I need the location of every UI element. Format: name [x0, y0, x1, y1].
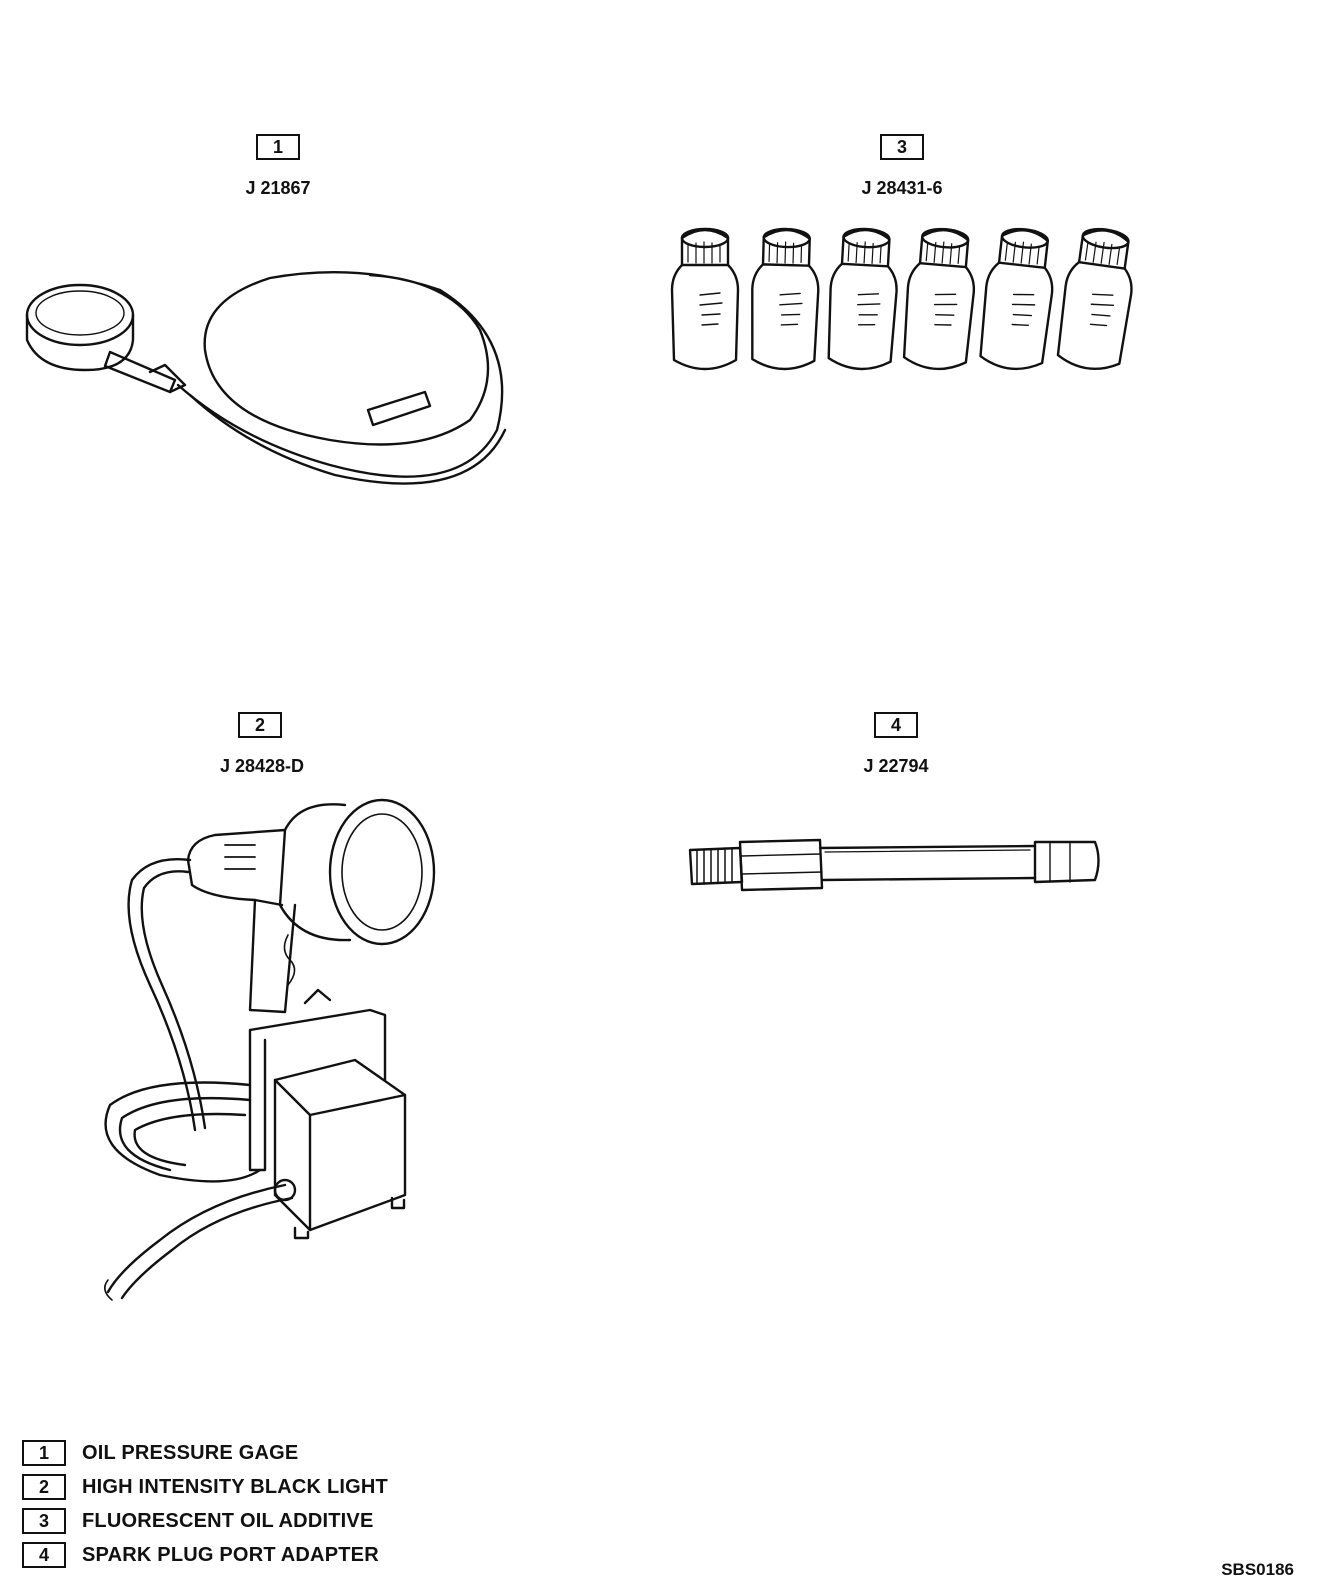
tool-2-number-tag: 2 [238, 712, 282, 738]
tool-3-number-tag: 3 [880, 134, 924, 160]
legend-number: 2 [22, 1474, 66, 1500]
tool-3-part-number: J 28431-6 [861, 178, 943, 198]
legend-item: 4 SPARK PLUG PORT ADAPTER [22, 1538, 388, 1572]
figure-code: SBS0186 [1221, 1560, 1294, 1579]
legend-number: 1 [22, 1440, 66, 1466]
tool-2-part-number: J 28428-D [219, 756, 305, 776]
additive-bottle [751, 227, 820, 371]
tool-1-part-number: J 21867 [245, 178, 311, 198]
tool-4-part-number: J 22794 [863, 756, 929, 776]
legend-item: 2 HIGH INTENSITY BLACK LIGHT [22, 1470, 388, 1504]
additive-bottle [827, 227, 898, 371]
legend-label: OIL PRESSURE GAGE [82, 1441, 299, 1464]
legend-number: 4 [22, 1542, 66, 1568]
legend-label: SPARK PLUG PORT ADAPTER [82, 1543, 379, 1566]
legend-number: 3 [22, 1508, 66, 1534]
additive-bottle [670, 227, 740, 371]
legend-label: HIGH INTENSITY BLACK LIGHT [82, 1475, 388, 1498]
tool-4-number-tag: 4 [874, 712, 918, 738]
legend-item: 3 FLUORESCENT OIL ADDITIVE [22, 1504, 388, 1538]
tool-1-number-tag: 1 [256, 134, 300, 160]
additive-bottle [1056, 227, 1133, 370]
legend-label: FLUORESCENT OIL ADDITIVE [82, 1509, 374, 1532]
additive-bottle [902, 227, 976, 371]
legend-item: 1 OIL PRESSURE GAGE [22, 1436, 388, 1470]
legend: 1 OIL PRESSURE GAGE 2 HIGH INTENSITY BLA… [22, 1436, 388, 1572]
additive-bottle [979, 227, 1054, 371]
